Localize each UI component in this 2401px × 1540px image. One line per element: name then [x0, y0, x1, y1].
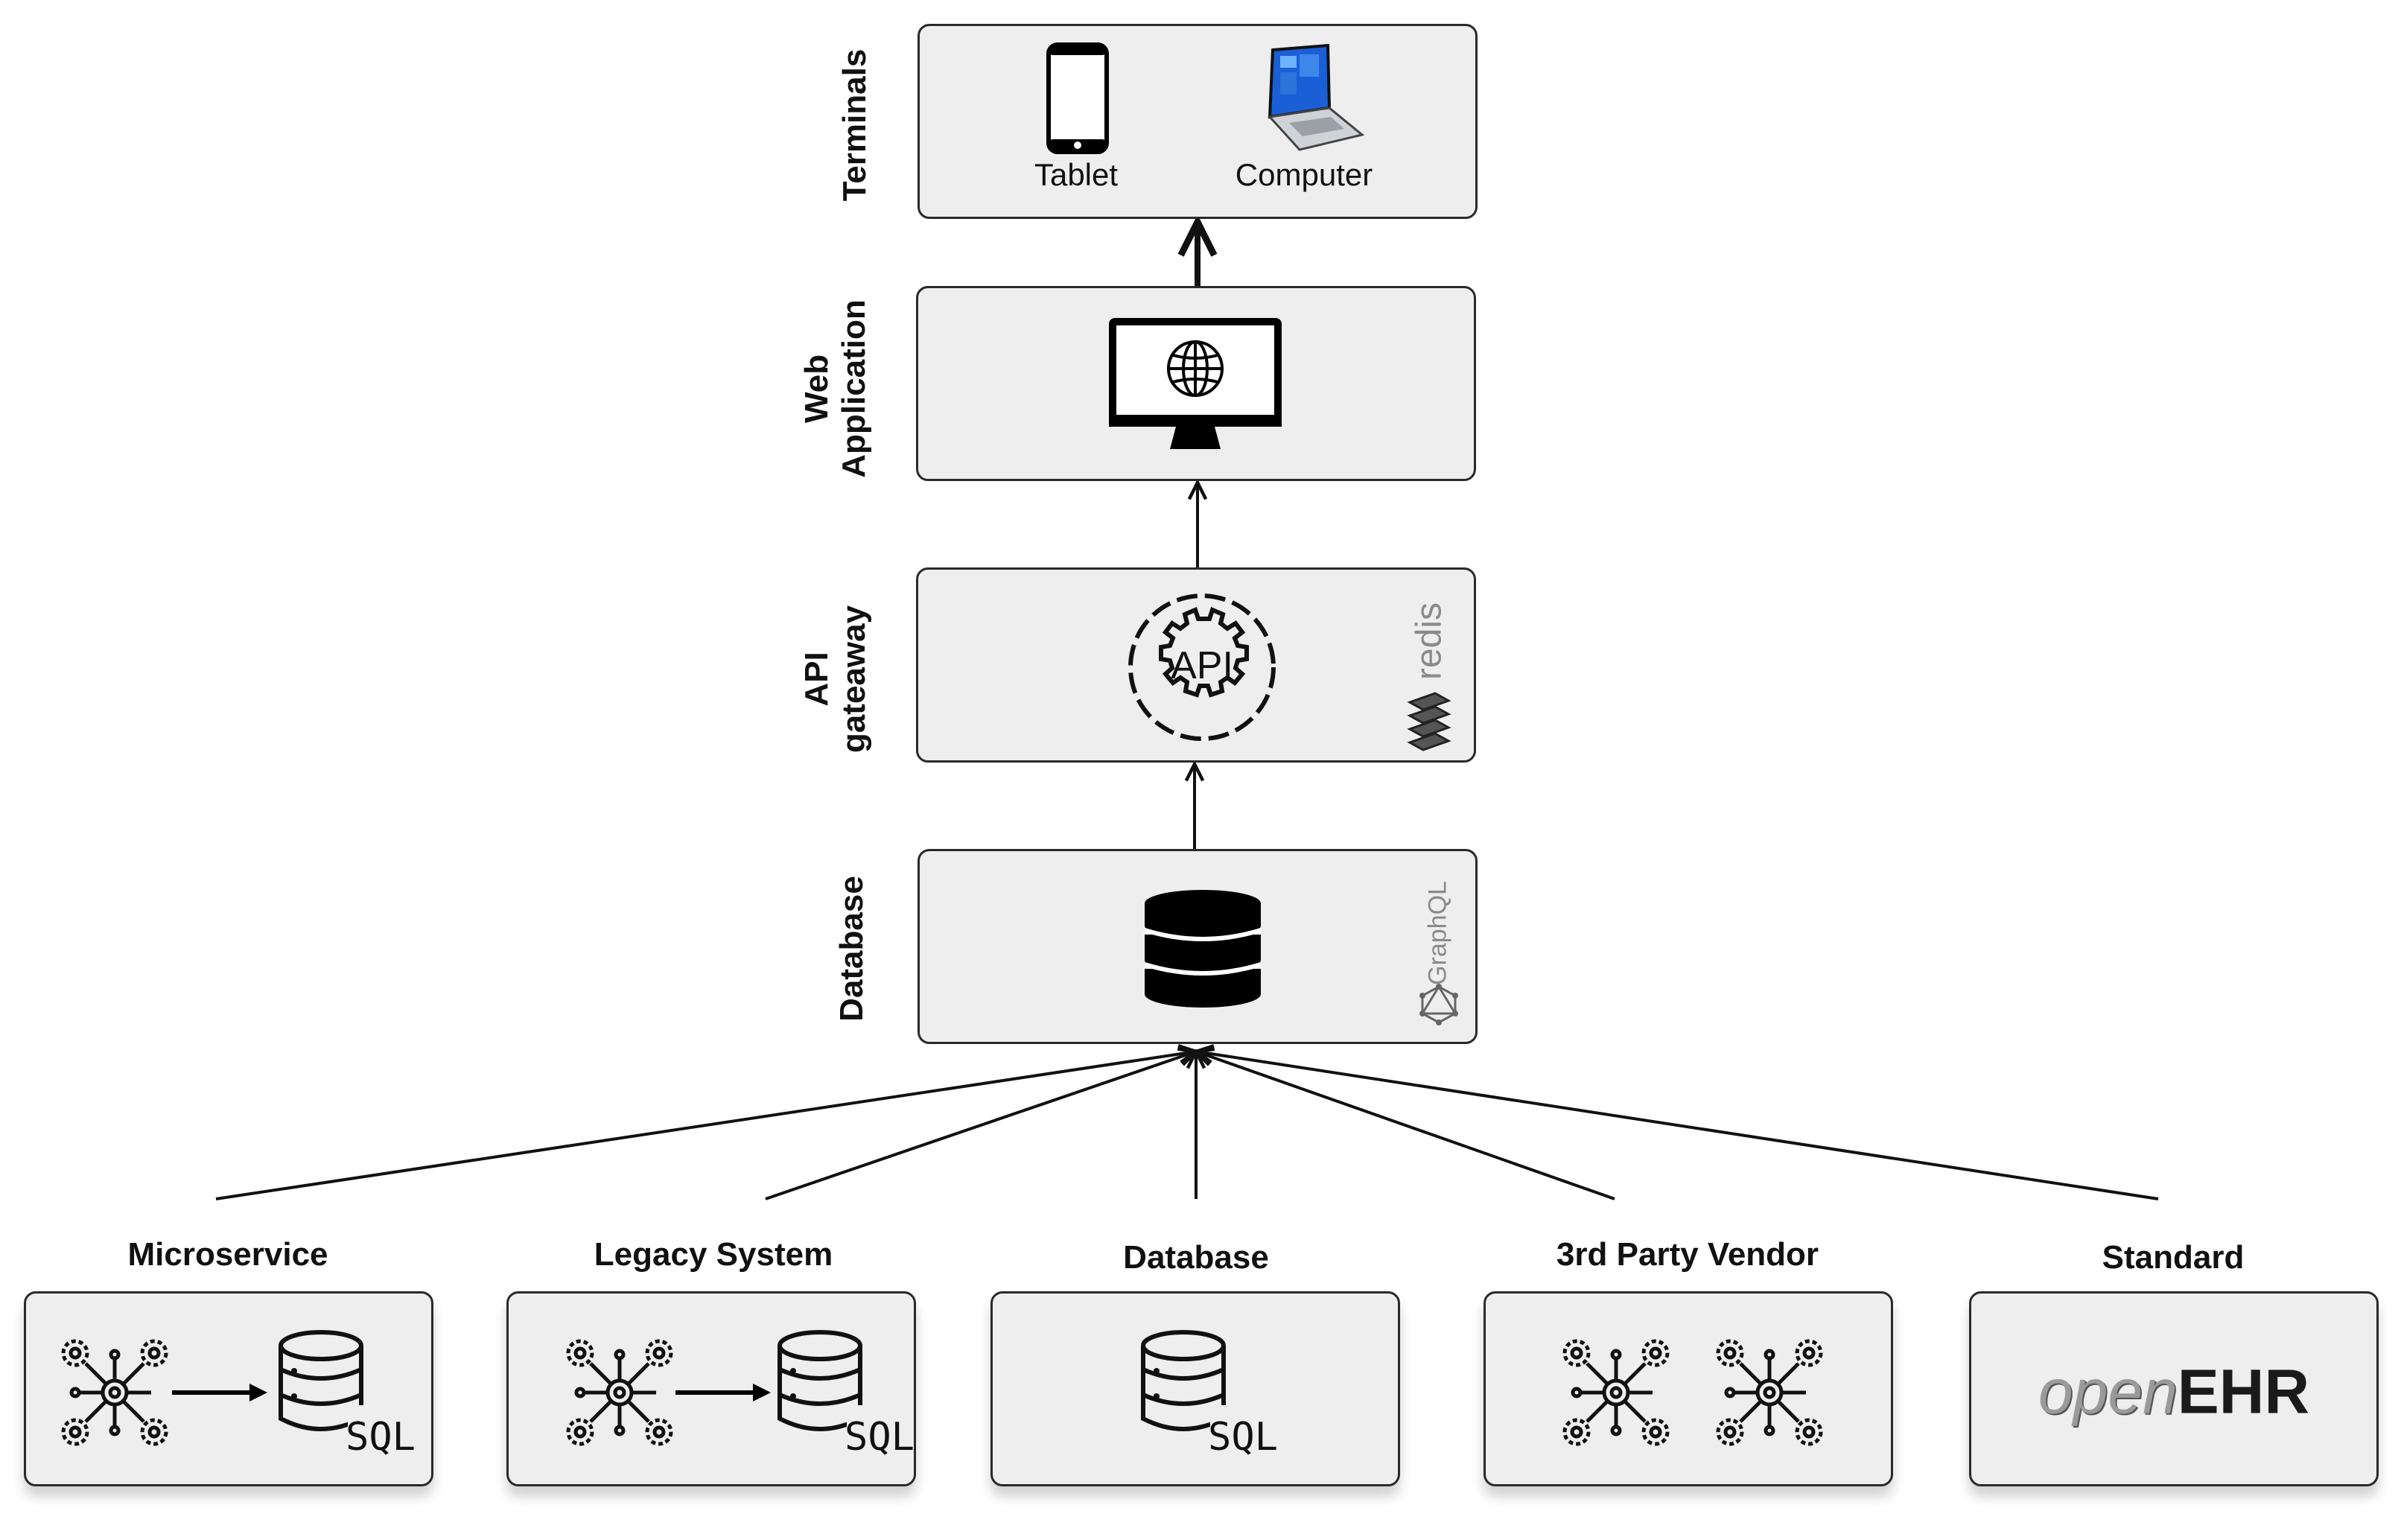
terminals-layer-label: Terminals	[836, 48, 873, 202]
openehr-logo-ehr: EHR	[2177, 1356, 2310, 1427]
source-label-database: Database	[1123, 1239, 1269, 1276]
sql-database-icon: SQL	[1141, 1330, 1278, 1460]
redis-cube-icon	[1407, 692, 1451, 751]
tablet-label: Tablet	[1034, 157, 1119, 192]
source-label-microservice: Microservice	[127, 1236, 328, 1273]
database-stack-icon	[1144, 890, 1262, 1008]
sql-text: SQL	[346, 1415, 416, 1460]
api-gear-icon: API	[1128, 594, 1276, 741]
web-label-line2: Application	[836, 299, 872, 478]
source-label-legacy-system: Legacy System	[594, 1236, 833, 1273]
openehr-logo: openEHR	[2038, 1356, 2309, 1428]
sql-text: SQL	[845, 1415, 915, 1460]
tablet-icon	[1046, 42, 1109, 154]
vendor-network-icon-2	[1716, 1339, 1823, 1446]
microservice-network-icon	[61, 1339, 168, 1446]
api-icon-text: API	[1171, 644, 1233, 687]
graphql-logo-text: GraphQL	[1423, 881, 1452, 985]
source-label-3rd-party-vendor: 3rd Party Vendor	[1556, 1236, 1819, 1273]
arrow-right-icon	[172, 1384, 267, 1401]
database-box: GraphQL	[918, 849, 1478, 1044]
computer-label: Computer	[1235, 157, 1373, 192]
web-layer-label: Web Application	[798, 299, 873, 478]
vendor-network-icon-1	[1562, 1339, 1670, 1446]
arrow-right-icon	[675, 1384, 771, 1401]
laptop-icon	[1268, 43, 1365, 151]
api-gateway-box: API redis	[916, 567, 1476, 763]
fan-in-lines	[215, 1051, 2159, 1200]
web-label-line1: Web	[798, 354, 835, 424]
source-box-legacy-system: SQL	[506, 1291, 916, 1486]
api-label-line2: gateaway	[836, 605, 872, 754]
terminals-box: Tablet Computer	[918, 24, 1478, 219]
graphql-icon	[1419, 984, 1458, 1025]
source-label-standard: Standard	[2102, 1239, 2245, 1276]
sql-database-icon: SQL	[279, 1330, 416, 1460]
redis-logo-text: redis	[1409, 602, 1449, 681]
monitor-globe-icon	[1109, 318, 1282, 449]
api-label-line1: API	[798, 652, 835, 707]
api-layer-label: API gateaway	[798, 605, 873, 753]
legacy-network-icon	[566, 1339, 673, 1446]
source-box-standard: openEHR	[1969, 1291, 2379, 1486]
openehr-logo-open: open	[2038, 1356, 2178, 1427]
sql-database-icon: SQL	[777, 1330, 915, 1460]
database-layer-label: Database	[833, 876, 870, 1022]
source-box-database: SQL	[990, 1291, 1400, 1486]
source-box-microservice: SQL	[24, 1291, 433, 1486]
sql-text: SQL	[1208, 1415, 1278, 1460]
web-application-box	[916, 286, 1476, 481]
source-box-3rd-party-vendor	[1483, 1291, 1893, 1486]
